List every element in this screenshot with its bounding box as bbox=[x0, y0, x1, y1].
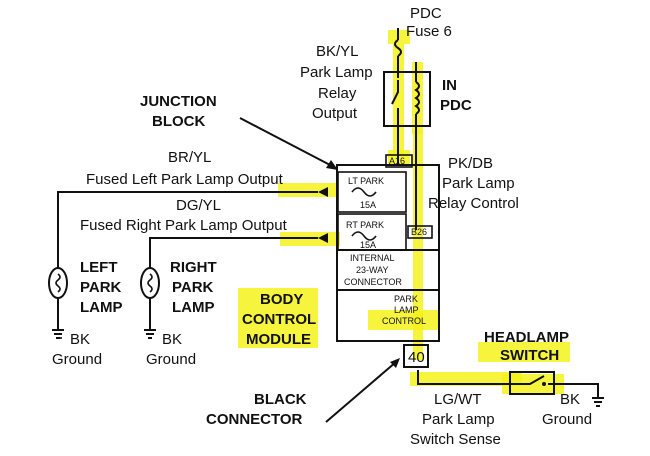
switch-sense-wire: LG/WT bbox=[434, 391, 482, 408]
relay-output-line4: Output bbox=[312, 105, 358, 122]
headlamp-switch-icon bbox=[509, 371, 555, 395]
left-park-lamp-icon bbox=[48, 267, 68, 299]
bcm-line1: BODY bbox=[260, 291, 303, 308]
left-output-desc: Fused Left Park Lamp Output bbox=[86, 171, 284, 188]
right-ground-wire: BK bbox=[162, 331, 182, 348]
right-lamp-line3: LAMP bbox=[172, 299, 215, 316]
internal-connector-line1: INTERNAL bbox=[350, 253, 395, 263]
switch-sense-line2: Park Lamp bbox=[422, 411, 495, 428]
left-fuse-rating: 15A bbox=[360, 200, 376, 210]
left-ground-wire: BK bbox=[70, 331, 90, 348]
switch-sense-line3: Switch Sense bbox=[410, 431, 501, 448]
left-lamp-line1: LEFT bbox=[80, 259, 118, 276]
right-output-wire: DG/YL bbox=[176, 197, 221, 214]
headlamp-switch-line2: SWITCH bbox=[500, 347, 559, 364]
headlamp-switch-line1: HEADLAMP bbox=[484, 329, 569, 346]
pin-a16-box bbox=[385, 154, 413, 168]
pdc-label: PDC bbox=[410, 5, 442, 22]
right-park-lamp-icon bbox=[140, 267, 160, 299]
right-lamp-line1: RIGHT bbox=[170, 259, 217, 276]
in-pdc-line1: IN bbox=[442, 77, 457, 94]
relay-control-line3: Relay Control bbox=[428, 195, 519, 212]
relay-output-wire: BK/YL bbox=[316, 43, 359, 60]
junction-block-line2: BLOCK bbox=[152, 113, 205, 130]
in-pdc-line2: PDC bbox=[440, 97, 472, 114]
bcm-block bbox=[336, 154, 440, 368]
internal-connector-line2: 23-WAY bbox=[356, 265, 389, 275]
park-lamp-control-line3: CONTROL bbox=[382, 316, 426, 326]
right-output-desc: Fused Right Park Lamp Output bbox=[80, 217, 288, 234]
junction-block-line1: JUNCTION bbox=[140, 93, 217, 110]
relay-output-line2: Park Lamp bbox=[300, 64, 373, 81]
relay-control-wire: PK/DB bbox=[448, 155, 493, 172]
left-output-wire: BR/YL bbox=[168, 149, 211, 166]
relay-output-line3: Relay bbox=[318, 85, 357, 102]
switch-ground-wire: BK bbox=[560, 391, 580, 408]
pin-b26-box bbox=[407, 225, 433, 239]
pin-b26-label: B26 bbox=[411, 227, 427, 237]
relay-box bbox=[383, 71, 431, 127]
switch-ground-label: Ground bbox=[542, 411, 592, 428]
pin-40-label: 40 bbox=[408, 349, 425, 366]
pin-40-box bbox=[403, 344, 429, 368]
pin-a16-label: A16 bbox=[389, 156, 405, 166]
relay-control-line2: Park Lamp bbox=[442, 175, 515, 192]
fuse-6-label: Fuse 6 bbox=[406, 23, 452, 40]
park-lamp-control-line2: LAMP bbox=[394, 305, 419, 315]
park-lamp-control-line1: PARK bbox=[394, 294, 418, 304]
right-ground-label: Ground bbox=[146, 351, 196, 368]
wires bbox=[52, 28, 604, 423]
right-lamp-line2: PARK bbox=[172, 279, 214, 296]
left-ground-label: Ground bbox=[52, 351, 102, 368]
internal-connector-line3: CONNECTOR bbox=[344, 277, 402, 287]
left-lamp-line3: LAMP bbox=[80, 299, 123, 316]
black-connector-line2: CONNECTOR bbox=[206, 411, 303, 428]
bcm-line2: CONTROL bbox=[242, 311, 316, 328]
left-lamp-line2: PARK bbox=[80, 279, 122, 296]
left-fuse-box bbox=[337, 171, 407, 213]
right-fuse-box bbox=[337, 213, 407, 251]
right-fuse-rating: 15A bbox=[360, 240, 376, 250]
black-connector-line1: BLACK bbox=[254, 391, 307, 408]
bcm-line3: MODULE bbox=[246, 331, 311, 348]
left-fuse-name: LT PARK bbox=[348, 176, 384, 186]
right-fuse-name: RT PARK bbox=[346, 220, 384, 230]
